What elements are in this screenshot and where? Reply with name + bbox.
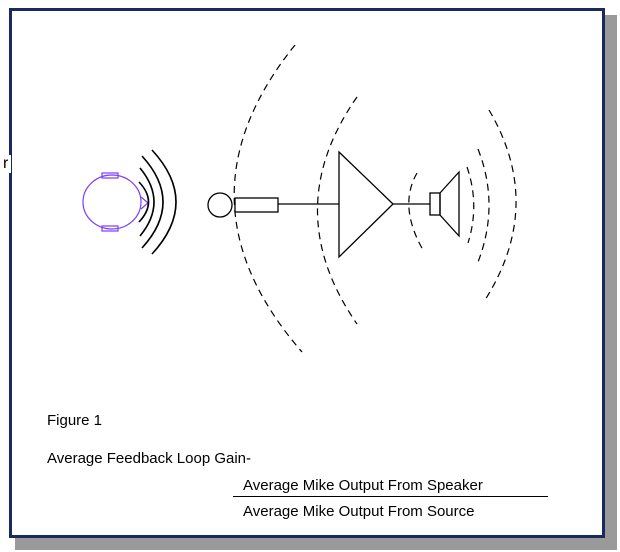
speaker-front-wave-arcs — [466, 109, 517, 301]
fraction-bar — [233, 496, 548, 497]
talker-head-icon — [82, 172, 149, 232]
speaker-wave-arcs — [233, 44, 424, 353]
voice-wave-arcs — [138, 149, 177, 255]
fraction-numerator: Average Mike Output From Speaker — [243, 477, 483, 494]
amplifier-triangle-icon — [338, 150, 394, 259]
clipped-text-fragment: r — [3, 155, 11, 173]
loop-gain-label: Average Feedback Loop Gain- — [47, 450, 252, 467]
figure-frame — [9, 8, 605, 538]
loudspeaker-icon — [429, 170, 460, 238]
fraction-denominator: Average Mike Output From Source — [243, 503, 475, 520]
figure-label: Figure 1 — [47, 412, 103, 429]
microphone-icon — [207, 192, 279, 218]
